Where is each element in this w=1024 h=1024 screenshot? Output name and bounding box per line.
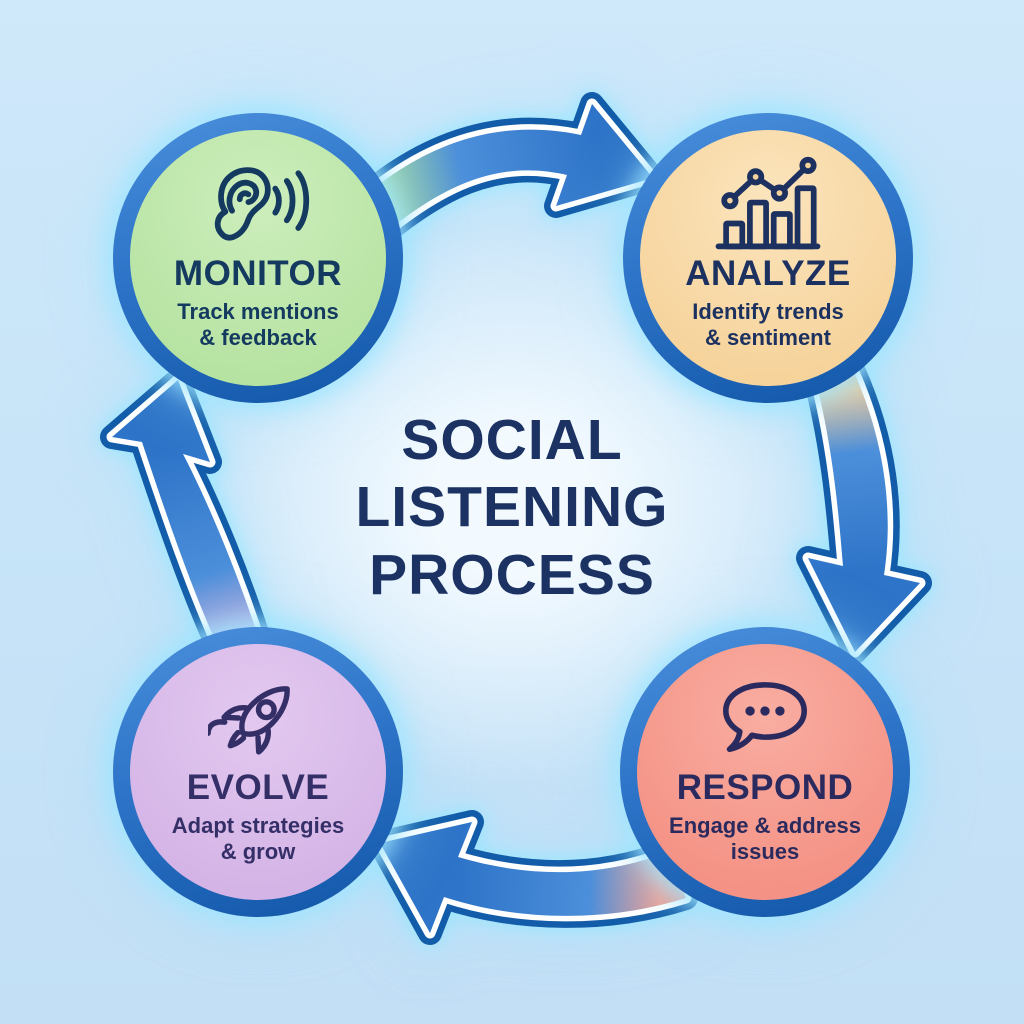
- bar-chart-trend-icon: [710, 156, 826, 252]
- description-line: Engage & address: [669, 812, 861, 838]
- description-line: & sentiment: [705, 325, 831, 351]
- stage-evolve-label: EVOLVE: [186, 768, 330, 807]
- stage-evolve: EVOLVE Adapt strategies & grow: [113, 627, 403, 917]
- chat-bubble-icon: [709, 670, 821, 766]
- rocket-icon: [208, 670, 308, 766]
- stage-analyze-circle: ANALYZE Identify trends & sentiment: [640, 130, 896, 386]
- stage-analyze-description: Identify trends & sentiment: [692, 299, 844, 352]
- stage-evolve-circle: EVOLVE Adapt strategies & grow: [130, 644, 386, 900]
- stage-evolve-description: Adapt strategies & grow: [172, 813, 344, 866]
- stage-monitor-circle: MONITOR Track mentions & feedback: [130, 130, 386, 386]
- stage-respond: RESPOND Engage & address issues: [620, 627, 910, 917]
- arrow-evolve-to-monitor: [100, 368, 274, 668]
- description-line: Identify trends: [692, 298, 844, 324]
- stage-analyze: ANALYZE Identify trends & sentiment: [623, 113, 913, 403]
- stage-respond-description: Engage & address issues: [669, 813, 861, 866]
- diagram-title-line: SOCIAL: [401, 408, 623, 473]
- stage-monitor-ring: MONITOR Track mentions & feedback: [113, 113, 403, 403]
- ear-listening-icon: [199, 156, 317, 252]
- description-line: issues: [730, 839, 800, 865]
- stage-respond-label: RESPOND: [676, 768, 854, 807]
- stage-respond-ring: RESPOND Engage & address issues: [620, 627, 910, 917]
- stage-analyze-label: ANALYZE: [685, 254, 851, 293]
- stage-respond-circle: RESPOND Engage & address issues: [637, 644, 893, 900]
- diagram-title-line: PROCESS: [369, 542, 655, 607]
- stage-monitor-description: Track mentions & feedback: [177, 299, 338, 352]
- diagram-title: SOCIAL LISTENING PROCESS: [355, 407, 668, 609]
- stage-monitor: MONITOR Track mentions & feedback: [113, 113, 403, 403]
- stage-analyze-ring: ANALYZE Identify trends & sentiment: [623, 113, 913, 403]
- arrow-analyze-to-respond: [796, 354, 932, 664]
- diagram-title-line: LISTENING: [355, 475, 669, 540]
- stage-evolve-ring: EVOLVE Adapt strategies & grow: [113, 627, 403, 917]
- description-line: & grow: [220, 839, 296, 865]
- description-line: Adapt strategies: [171, 812, 345, 838]
- description-line: & feedback: [199, 325, 317, 351]
- stage-monitor-label: MONITOR: [173, 254, 343, 293]
- description-line: Track mentions: [177, 298, 339, 324]
